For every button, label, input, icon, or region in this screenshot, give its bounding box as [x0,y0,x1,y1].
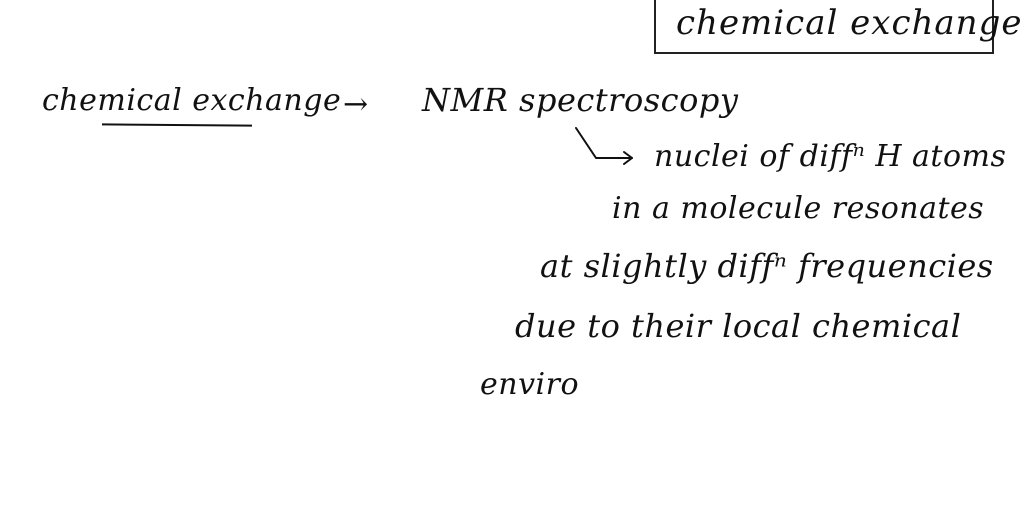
title-text: chemical exchange [676,3,1023,43]
title-box [654,0,994,54]
note-line-4: at slightly diffⁿ frequencies [540,247,994,285]
nmr-spectroscopy-text: NMR spectroscopy [422,81,739,119]
right-arrow-icon: → [343,87,369,122]
bent-arrow-icon [575,127,633,165]
note-line-3: in a molecule resonates [612,191,985,226]
topic-label: chemical exchange [42,83,342,118]
note-line-2: nuclei of diffⁿ H atoms [654,139,1007,174]
note-line-5: due to their local chemical [515,307,962,345]
topic-underline [101,123,253,127]
note-line-6: enviro [480,367,580,402]
